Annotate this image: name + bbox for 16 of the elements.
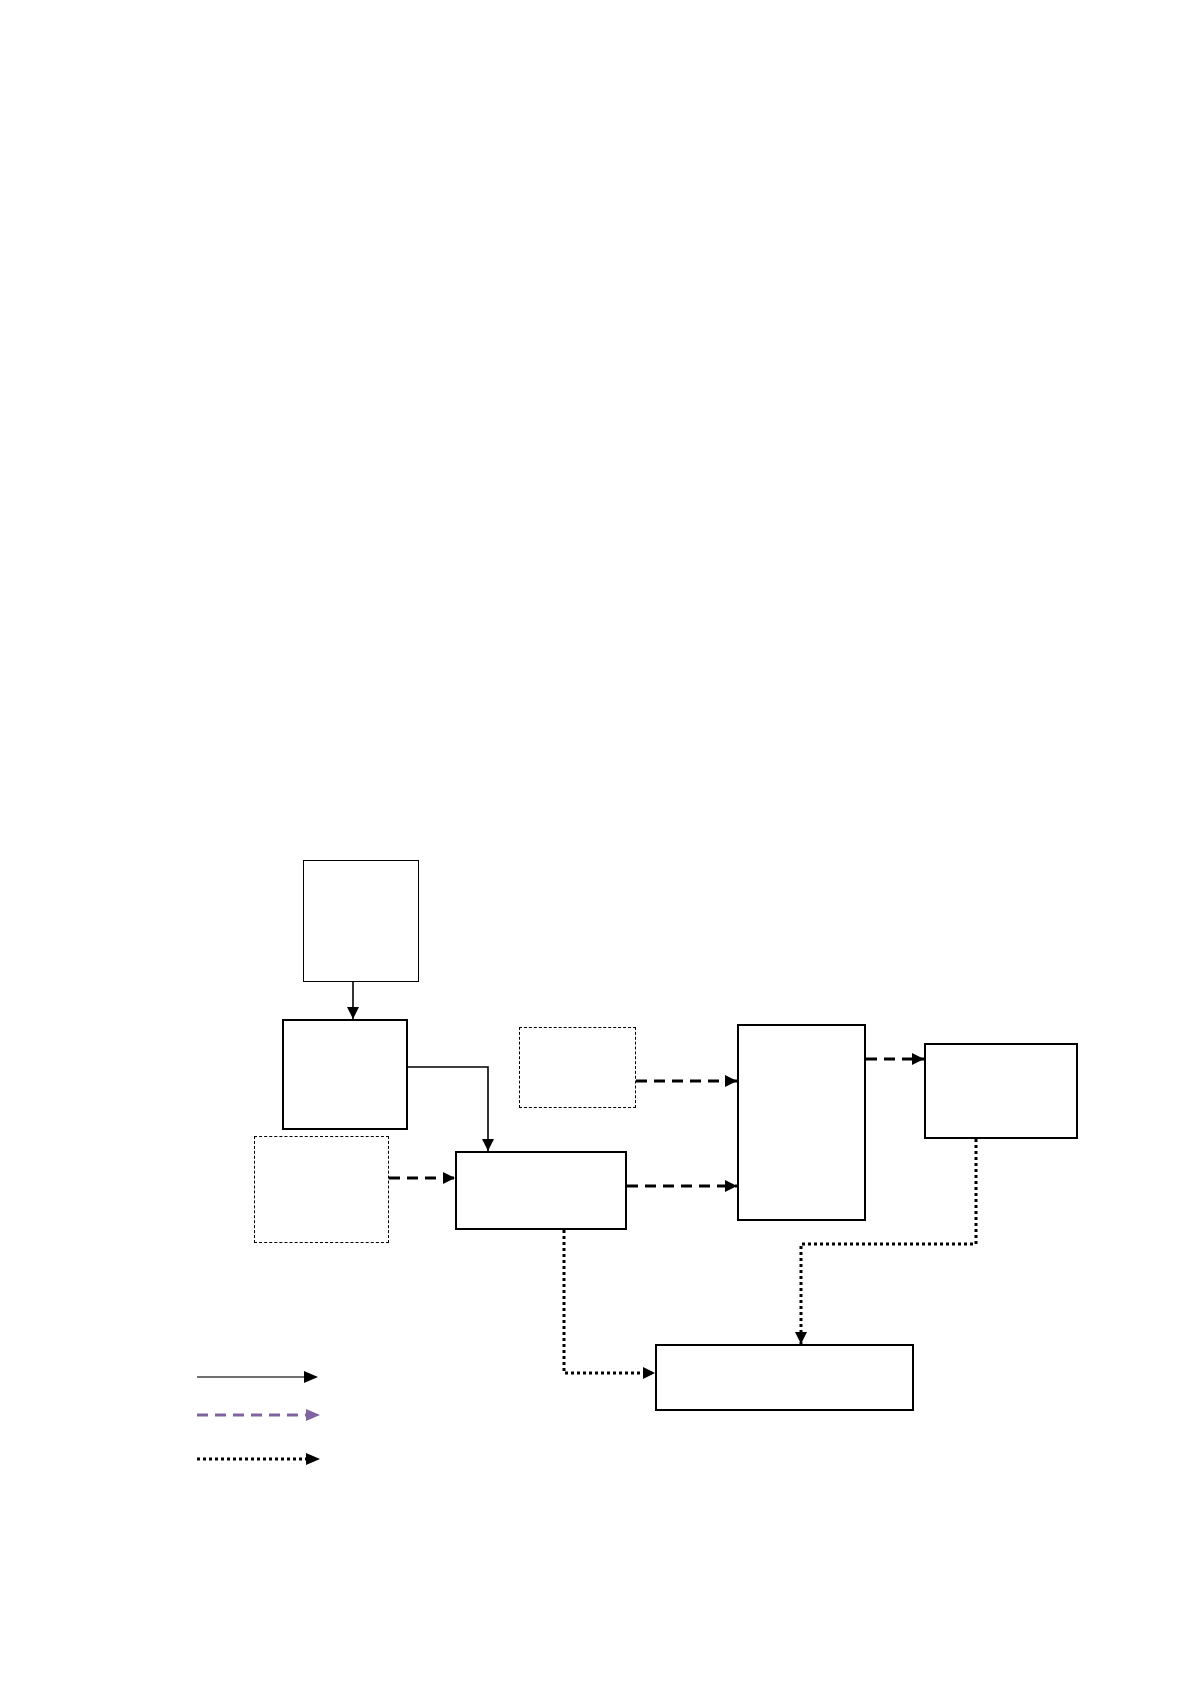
process-box xyxy=(303,860,419,982)
process-box xyxy=(655,1344,914,1411)
arrow xyxy=(627,1180,737,1192)
arrow xyxy=(389,1172,455,1184)
arrow xyxy=(562,1230,655,1379)
process-box xyxy=(282,1019,408,1130)
arrow xyxy=(347,981,359,1020)
process-box xyxy=(924,1043,1078,1139)
process-box xyxy=(455,1151,627,1230)
process-box xyxy=(519,1027,636,1108)
arrow xyxy=(636,1075,737,1087)
arrow xyxy=(795,1139,978,1344)
process-box xyxy=(254,1136,389,1243)
process-box xyxy=(737,1024,866,1221)
arrow xyxy=(866,1053,924,1065)
arrow xyxy=(407,1066,494,1152)
